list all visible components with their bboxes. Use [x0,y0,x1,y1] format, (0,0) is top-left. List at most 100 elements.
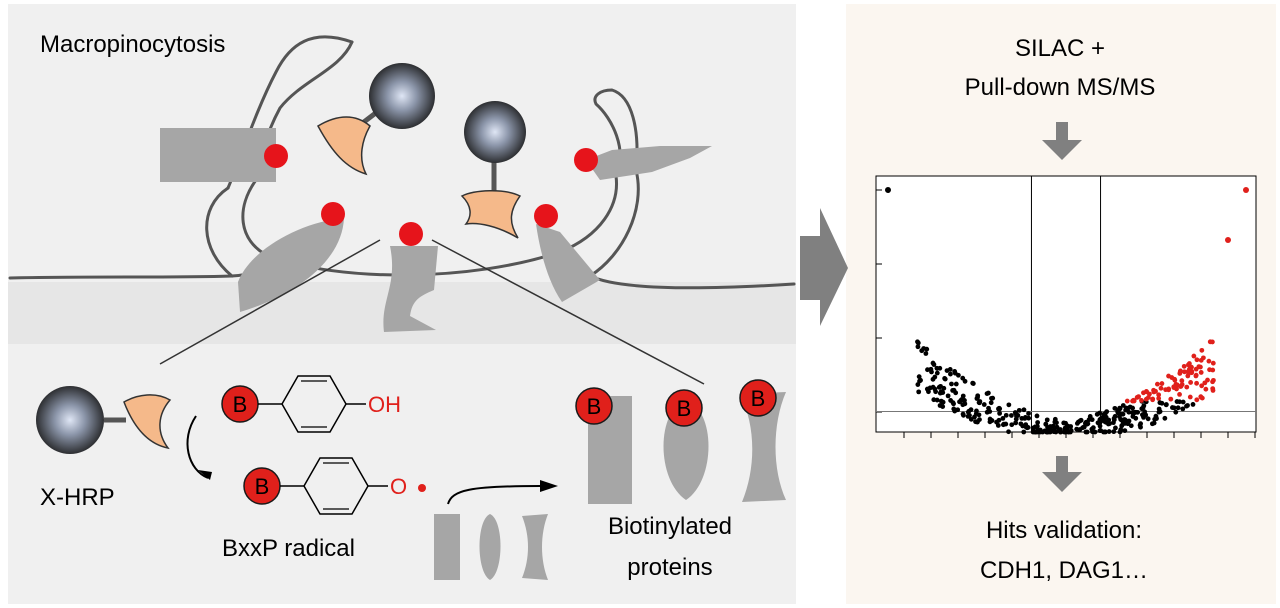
background-point [968,416,974,422]
hit-point [1194,380,1199,386]
background-point [915,344,921,350]
background-point [1083,429,1089,435]
background-point [924,346,930,352]
background-point [1006,402,1012,408]
workflow-arrow-right [800,208,848,326]
background-point [975,419,980,425]
substrate-crescent-right [460,190,522,239]
hit-point [1207,339,1213,345]
zoom-line-right [431,239,705,385]
background-point [952,370,958,376]
background-point [1140,405,1146,410]
background-point [1031,429,1036,435]
hit-point [1147,391,1152,397]
background-point [942,376,948,381]
background-point [885,187,891,193]
background-point [1140,413,1146,419]
hit-point [1141,390,1146,396]
biotin-letter: B [677,396,692,421]
biotin-phenol-reagent: B OH [221,375,401,433]
background-point [929,369,934,375]
radical-oxygen-label: O [390,474,407,499]
background-point [1106,429,1112,434]
hit-point [1187,394,1193,400]
background-point [934,370,940,376]
background-point [940,399,946,405]
hit-point [1198,364,1203,370]
hit-point [1203,386,1209,392]
background-point [950,400,956,406]
background-point [1117,429,1123,435]
protein-rect-small [434,514,460,580]
biotin-tags [264,144,598,246]
background-point [949,381,954,387]
hit-point [1177,392,1182,397]
background-point [1124,405,1129,411]
background-point [1043,421,1049,427]
hit-point [1193,366,1199,372]
background-point [1009,422,1015,428]
background-point [1016,407,1022,413]
bead-top-right [464,101,526,163]
biotin-letter: B [587,394,602,419]
enzyme-label: X-HRP [40,484,115,511]
background-point [1000,416,1006,421]
background-point [1035,429,1040,435]
bead-top-left [369,63,435,129]
background-point [1163,402,1169,407]
background-point [1034,413,1040,419]
biotin-letter: B [233,392,248,417]
biotin-badge [739,379,777,417]
hit-point [1181,363,1187,369]
background-point [1130,405,1136,411]
background-point [948,371,953,377]
background-point [961,412,966,418]
hit-point [1207,367,1212,373]
protein-bone-labeled [740,392,786,502]
hit-point [1154,381,1160,387]
background-point [996,417,1002,423]
hit-point [1210,388,1216,393]
background-point [1184,403,1189,409]
background-point [933,389,939,395]
biotin-letter: B [255,474,270,499]
background-point [1123,420,1129,426]
background-point [916,374,922,380]
result-line2: CDH1, DAG1… [980,557,1148,584]
background-point [997,410,1003,416]
background-point [1174,399,1180,404]
background-point [1006,429,1011,435]
bxxp-radical: B O [243,457,426,515]
background-point [995,423,1001,428]
hit-point [1210,379,1215,385]
hit-point [1243,187,1249,193]
background-point [1175,405,1181,411]
background-point [916,389,922,395]
background-point [1003,421,1009,427]
hit-point [1182,369,1187,375]
hit-point [1131,397,1136,403]
protein-wedge-right [536,224,600,302]
background-point [1057,427,1063,432]
product-label-line2: proteins [627,554,712,581]
background-point [1053,429,1059,435]
hit-point [1193,372,1199,378]
background-point [1113,425,1118,431]
background-point [1092,429,1098,435]
background-point [1162,415,1168,421]
background-point [985,390,991,396]
background-point [962,378,968,384]
background-point [934,397,940,403]
background-point [931,362,937,367]
hit-point [1124,398,1130,404]
reaction-arrow-curved [186,415,209,479]
background-point [917,378,922,384]
background-point [944,368,950,373]
background-point [1065,429,1071,435]
background-point [990,395,996,401]
background-point [1087,413,1093,419]
background-point [1157,400,1163,406]
background-point [997,406,1003,412]
background-point [968,407,974,413]
